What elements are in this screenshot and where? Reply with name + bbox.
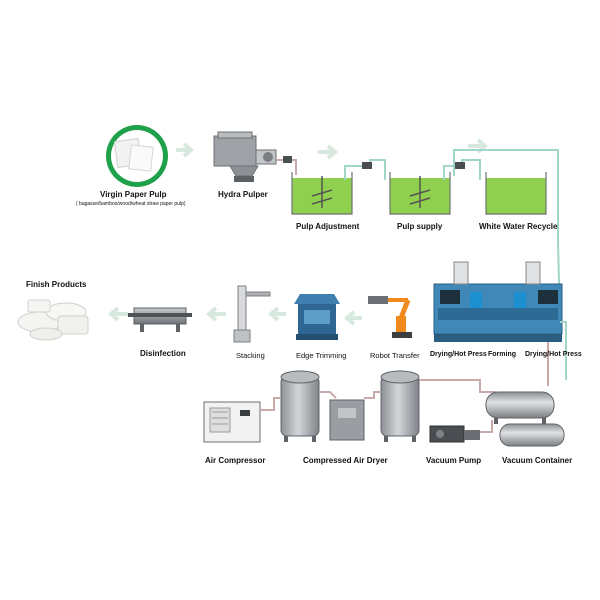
flow-arrow (318, 144, 339, 160)
pulp-supply-tank (389, 172, 451, 215)
air-storage-tank (380, 370, 420, 442)
disinfection-machine (128, 307, 192, 332)
hydra-pulper-machine (213, 131, 277, 182)
label-finish-products: Finish Products (26, 280, 87, 289)
pump-icon (362, 162, 372, 169)
label-forming: Forming (488, 351, 516, 358)
flow-arrow (343, 310, 362, 326)
flow-arrow (205, 306, 226, 322)
white-water-tank (485, 172, 547, 215)
flow-arrow (267, 306, 286, 322)
vacuum-container-tank (485, 391, 555, 424)
finish-products-image (17, 299, 89, 341)
forming-machine-line (433, 261, 563, 342)
robot-arm (368, 296, 412, 338)
label-drying-hot-press-2: Drying/Hot Press (525, 351, 582, 358)
label-vacuum-pump: Vacuum Pump (426, 456, 482, 465)
label-compressed-air-dryer: Compressed Air Dryer (303, 456, 388, 465)
label-virgin-paper-pulp: Virgin Paper Pulp (100, 190, 167, 199)
pump-icon (283, 156, 292, 163)
label-pulp-supply: Pulp supply (397, 222, 443, 231)
air-storage-tank (280, 370, 320, 442)
stacking-machine (233, 285, 271, 343)
label-drying-hot-press-1: Drying/Hot Press (430, 351, 487, 358)
label-robot-transfer: Robot Transfer (370, 351, 420, 360)
pulp-adjustment-tank (291, 172, 353, 215)
pump-icon (455, 162, 465, 169)
air-compressor-machine (203, 401, 261, 443)
label-disinfection: Disinfection (140, 349, 186, 358)
label-hydra-pulper: Hydra Pulper (218, 190, 268, 199)
edge-trimming-machine (294, 294, 340, 340)
label-air-compressor: Air Compressor (205, 456, 266, 465)
label-stacking: Stacking (236, 351, 265, 360)
air-dryer-machine (329, 399, 365, 441)
label-vacuum-container: Vacuum Container (502, 456, 573, 465)
label-edge-trimming: Edge Trimming (296, 351, 347, 360)
vacuum-pump-machine (429, 425, 480, 443)
label-white-water-recycle: White Water Recycle (479, 222, 558, 231)
flow-arrow (176, 142, 195, 158)
label-virgin-paper-pulp-note: ( bagasse/bamboo/wood/wheat straw paper … (76, 201, 186, 207)
vacuum-container-tank (499, 423, 565, 447)
label-pulp-adjustment: Pulp Adjustment (296, 222, 360, 231)
flow-arrow (107, 306, 128, 322)
virgin-pulp-icon (106, 125, 168, 187)
